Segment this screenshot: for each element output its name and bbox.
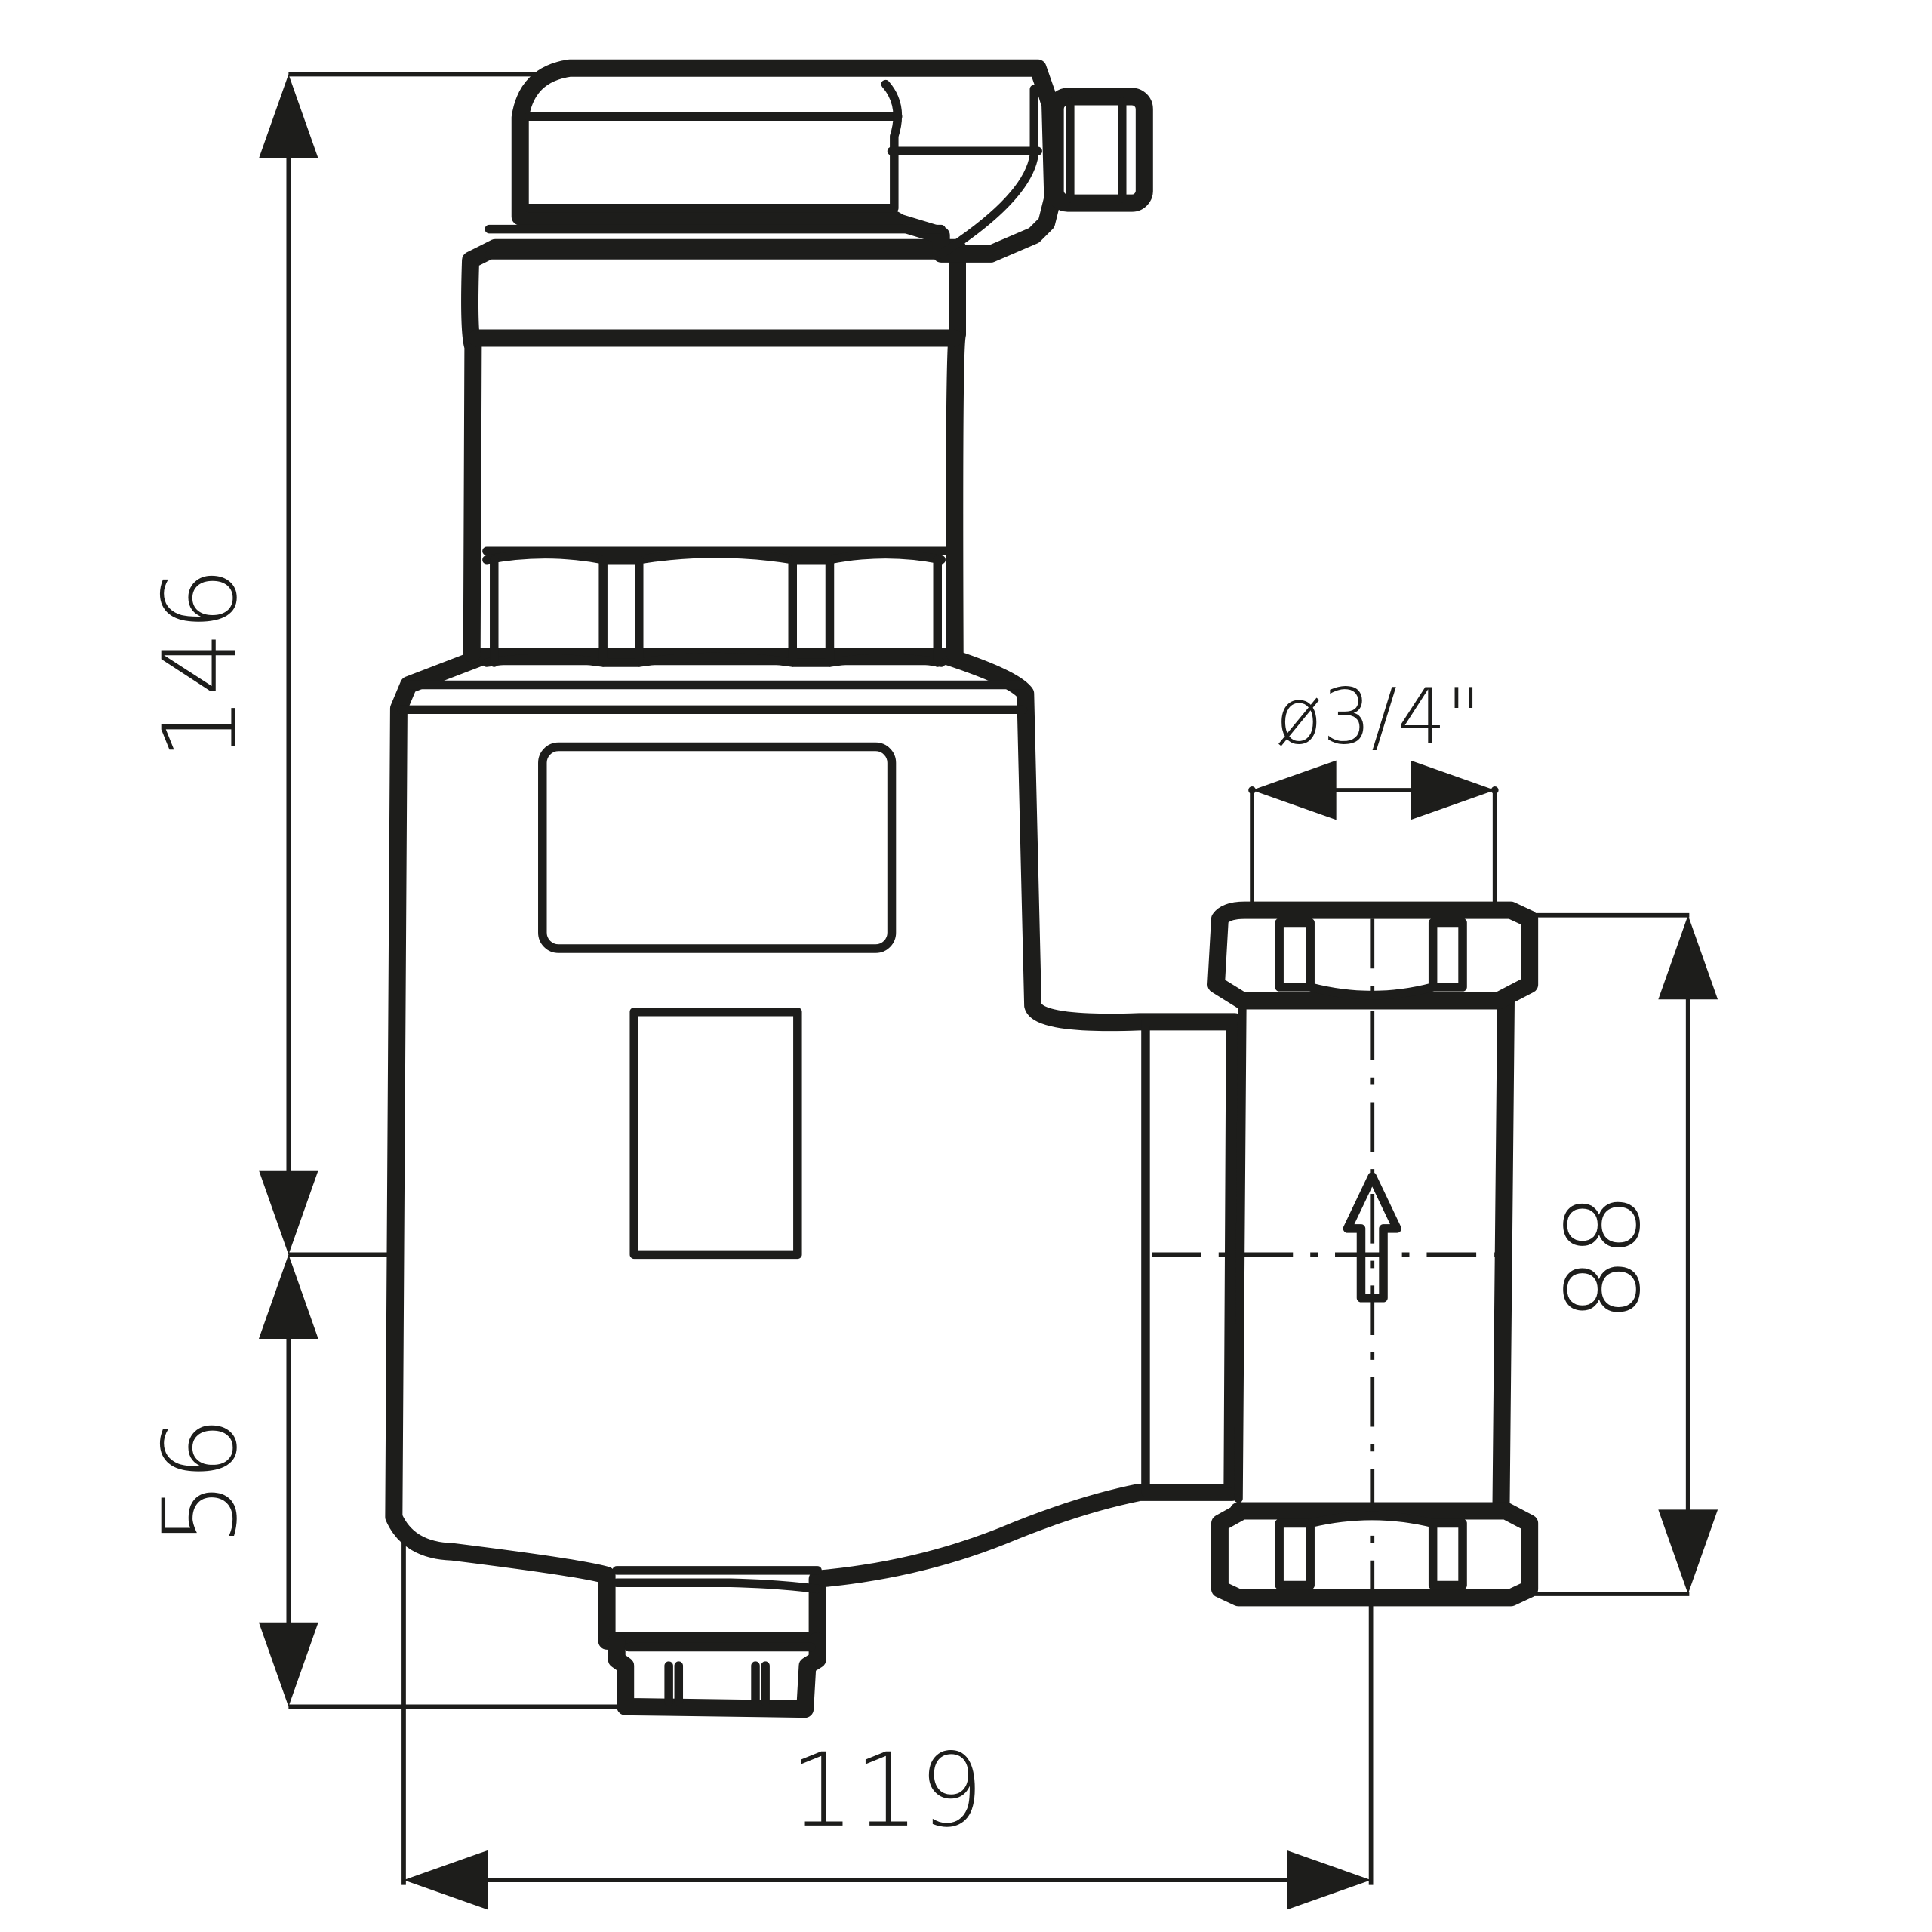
arrow-88-top	[1658, 915, 1718, 1000]
arrow-146-top	[258, 74, 318, 159]
label-window	[538, 742, 897, 953]
dimension-arrows	[258, 74, 1718, 1910]
inspection-panel	[629, 1007, 802, 1260]
arrow-119-right	[1287, 1850, 1371, 1910]
dimension-lines	[286, 72, 1690, 1885]
arrow-146-bottom	[258, 1170, 318, 1255]
arrow-56-top	[258, 1254, 318, 1339]
dim-146-label: 146	[141, 567, 260, 761]
arrow-dia-left	[1252, 760, 1337, 820]
dim-56-label: 56	[141, 1417, 260, 1546]
siphon-body	[385, 59, 1539, 1718]
dim-88-label: 88	[1544, 1192, 1663, 1321]
dim-thread-label: ø3/4"	[1275, 672, 1481, 761]
flow-direction-arrow	[1343, 1172, 1401, 1303]
arrow-119-left	[403, 1850, 488, 1910]
valve-knob	[1046, 88, 1153, 212]
arrow-dia-right	[1411, 760, 1495, 820]
arrow-88-bottom	[1658, 1509, 1718, 1594]
arrow-56-bottom	[258, 1622, 318, 1707]
dim-119-label: 119	[790, 1731, 984, 1850]
